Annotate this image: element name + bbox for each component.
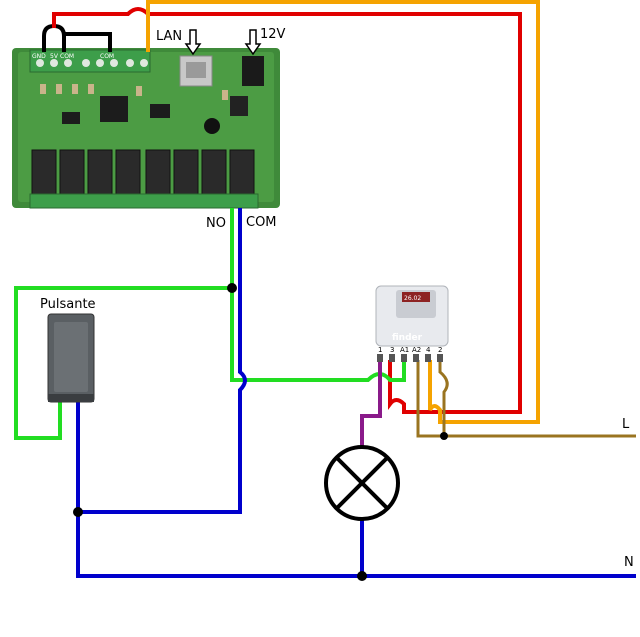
pushbutton — [47, 313, 95, 403]
relay-board: GND 5V COM COM — [12, 48, 280, 209]
wire-blue — [78, 208, 247, 514]
junction-dot — [227, 283, 237, 293]
relay-pin: 4 — [426, 346, 431, 354]
junction-dot — [357, 571, 367, 581]
line-label: L — [622, 417, 630, 432]
terminal-label: COM — [60, 53, 74, 60]
relay-pin: A2 — [412, 346, 421, 354]
wire-green — [14, 208, 234, 440]
neutral-label: N — [624, 555, 634, 570]
terminal-label: COM — [100, 53, 114, 60]
junction-dot — [73, 507, 83, 517]
wire-blue-neutral — [76, 400, 636, 578]
com-terminal-label: COM — [246, 215, 277, 230]
power-arrow-icon — [244, 29, 262, 56]
wire-red — [52, 7, 522, 414]
relay-pin: 1 — [378, 346, 382, 354]
relay-brand: finder — [392, 333, 423, 343]
pushbutton-label: Pulsante — [40, 297, 96, 312]
lan-arrow-icon — [184, 29, 202, 56]
relay-pin: A1 — [400, 346, 409, 354]
junction-dot — [440, 432, 448, 440]
wire-purple — [360, 360, 382, 446]
terminal-label: 5V — [50, 53, 59, 60]
wire-orange — [146, 0, 540, 424]
wire-brown-branch — [438, 360, 449, 436]
no-terminal-label: NO — [206, 216, 226, 231]
wire-brown-line — [416, 360, 636, 438]
relay-pin: 2 — [438, 346, 442, 354]
finder-relay: 26.02 finder 1 3 A1 A2 4 2 — [375, 285, 449, 362]
power-label: 12V — [260, 27, 286, 42]
lamp-icon — [324, 445, 400, 521]
relay-model: 26.02 — [404, 295, 421, 302]
lan-label: LAN — [156, 29, 182, 44]
terminal-label: GND — [32, 53, 46, 60]
relay-pin: 3 — [390, 346, 394, 354]
